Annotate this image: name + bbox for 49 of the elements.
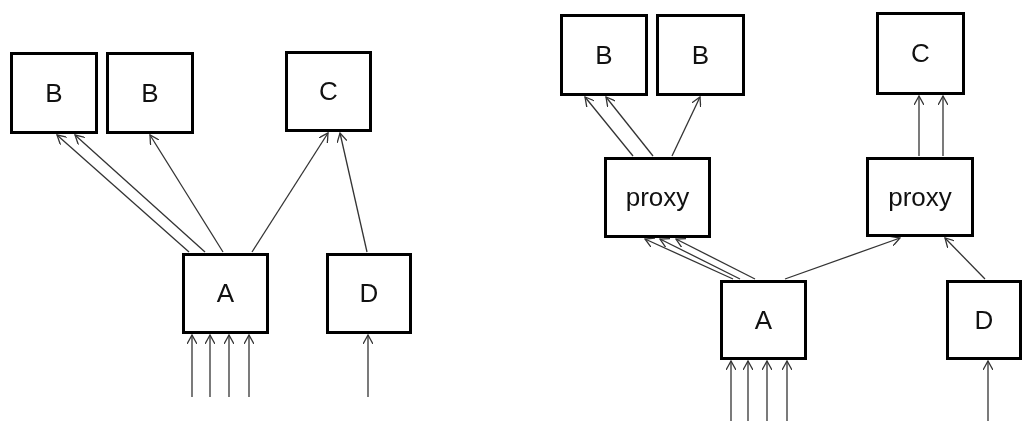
process-box — [285, 51, 372, 132]
arrow — [944, 237, 986, 280]
box-label: D — [974, 304, 994, 336]
process-box — [604, 157, 711, 238]
box-label: C — [319, 76, 338, 107]
box-label: B — [691, 39, 710, 71]
arrow — [204, 334, 216, 398]
arrow — [761, 360, 773, 421]
arrow — [251, 132, 329, 253]
arrow — [362, 334, 374, 398]
process-box — [946, 280, 1022, 360]
arrow — [149, 134, 224, 253]
arrow — [675, 237, 756, 280]
arrow — [659, 237, 741, 280]
arrow — [56, 134, 190, 253]
box-label: proxy — [888, 181, 952, 213]
arrow — [605, 96, 654, 157]
arrow — [913, 95, 925, 157]
process-box — [876, 12, 965, 95]
arrow — [784, 235, 901, 280]
process-box — [866, 157, 974, 237]
arrow — [336, 132, 368, 253]
arrow — [742, 360, 754, 421]
process-box — [106, 52, 194, 134]
box-label: B — [141, 77, 159, 109]
box-label: D — [359, 278, 379, 309]
box-label: A — [754, 304, 773, 336]
arrow — [243, 334, 255, 398]
process-box — [560, 14, 648, 96]
box-label: C — [911, 38, 930, 69]
arrow — [982, 360, 994, 421]
arrow — [671, 96, 702, 157]
process-box — [182, 253, 269, 334]
process-box — [326, 253, 412, 334]
box-label: proxy — [625, 182, 690, 213]
arrow — [781, 360, 793, 421]
process-box — [10, 52, 98, 134]
arrow — [186, 334, 198, 398]
arrow — [725, 360, 737, 421]
arrow — [223, 334, 235, 398]
box-label: B — [45, 77, 63, 109]
arrow — [644, 237, 734, 280]
arrow — [937, 95, 949, 157]
arrow — [74, 134, 206, 253]
box-label: A — [216, 278, 235, 309]
process-box — [720, 280, 807, 360]
arrow — [584, 96, 634, 157]
process-box — [656, 14, 745, 96]
box-label: B — [595, 39, 613, 71]
